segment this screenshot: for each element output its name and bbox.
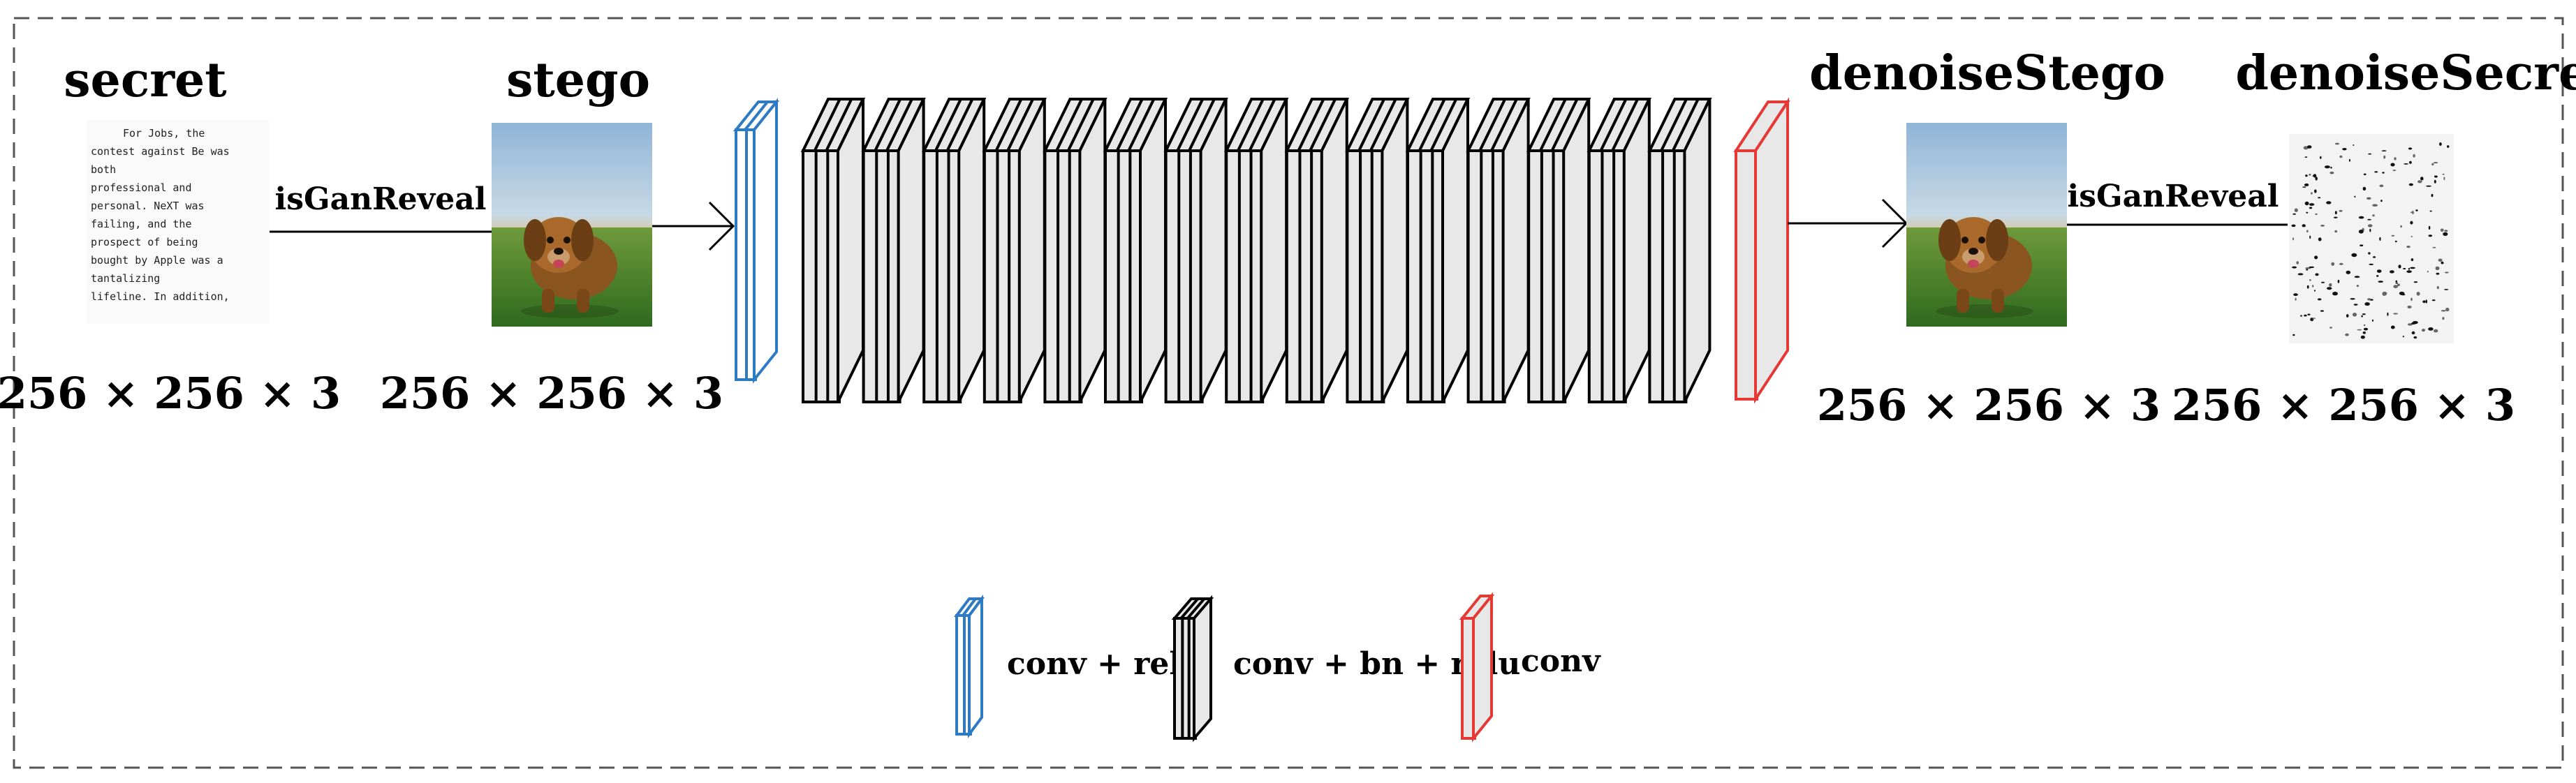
layer-conv-bn-relu	[861, 98, 926, 403]
layer-conv-bn-relu	[922, 98, 987, 403]
layer-conv-bn-relu	[1284, 98, 1349, 403]
denoisesecret-title: denoiseSecret	[2235, 45, 2576, 101]
edge-label-isganreveal-2: isGanReveal	[2068, 179, 2279, 214]
secret-dims: 256 × 256 × 3	[0, 368, 341, 419]
legend-block-conv-relu	[954, 595, 985, 738]
secret-document-line: tantalizing	[91, 272, 160, 285]
secret-document-line: personal. NeXT was	[91, 200, 205, 212]
arrowhead-icon	[708, 201, 735, 251]
legend-conv-relu-label: conv + relu	[1007, 646, 1203, 682]
denoisestego-title: denoiseStego	[1809, 45, 2165, 101]
layer-conv-bn-relu	[1224, 98, 1289, 403]
diagram-frame	[13, 17, 2564, 769]
stego-dims: 256 × 256 × 3	[380, 368, 723, 419]
secret-document-line: contest against Be was	[91, 145, 230, 158]
legend-block-conv-bn-relu	[1171, 595, 1214, 743]
secret-document-image: For Jobs, the contest against Be was both p…	[87, 120, 270, 324]
secret-document-text: For Jobs, the contest against Be was both p…	[91, 127, 230, 303]
secret-document-line: prospect of being	[91, 236, 198, 248]
layer-conv	[1733, 97, 1790, 404]
legend-conv-bn-relu-icon	[1171, 595, 1214, 743]
layer-conv-bn-relu	[1163, 98, 1228, 403]
secret-document-line: bought by Apple was a	[91, 254, 223, 267]
secret-title: secret	[64, 52, 227, 108]
secret-document-line: For Jobs, the	[123, 127, 205, 140]
layer-conv-bn-relu	[800, 98, 866, 403]
secret-document-line: both	[91, 163, 116, 176]
legend-conv-relu-icon	[954, 595, 985, 738]
layer-conv-bn-relu	[1647, 98, 1712, 403]
layer-conv-bn-relu	[1405, 98, 1471, 403]
layer-conv-bn-relu	[1103, 98, 1168, 403]
layer-conv-bn-relu	[1587, 98, 1651, 403]
denoisesecret-image	[2289, 134, 2454, 343]
denoisestego-image	[1906, 123, 2067, 327]
stego-title: stego	[506, 52, 650, 108]
layer-conv-bn-relu	[1043, 98, 1107, 403]
secret-document-line: professional and	[91, 181, 192, 194]
layer-conv-bn-relu	[1466, 98, 1531, 403]
layer-conv-bn-relu	[1345, 98, 1410, 403]
denoisestego-dims: 256 × 256 × 3	[1817, 380, 2161, 431]
secret-document-line: failing, and the	[91, 218, 192, 230]
network-layers	[733, 97, 1790, 404]
denoisesecret-dims: 256 × 256 × 3	[2172, 380, 2515, 431]
layer-conv-bn-relu	[1526, 98, 1591, 403]
edge-label-isganreveal-1: isGanReveal	[275, 181, 487, 217]
layer-conv-bn-relu	[982, 98, 1047, 403]
legend-conv-label: conv	[1521, 643, 1601, 679]
secret-document-line: lifeline. In addition,	[91, 290, 230, 303]
stego-image	[492, 123, 652, 327]
legend-block-conv	[1459, 592, 1495, 743]
legend-conv-icon	[1459, 592, 1495, 743]
legend: conv + relu conv + bn + relu conv	[954, 592, 1601, 743]
layer-conv-relu	[733, 98, 780, 384]
